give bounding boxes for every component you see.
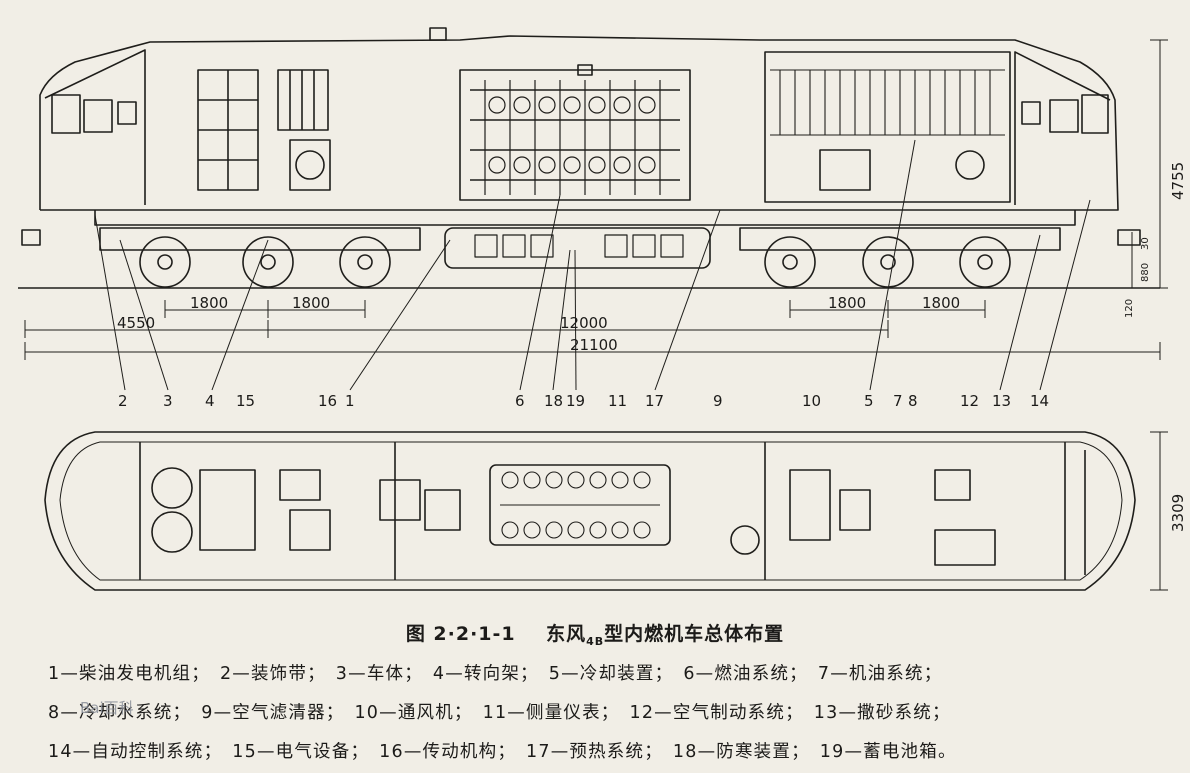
legend-item: 10—通风机；: [354, 703, 473, 723]
callout-8: 8: [908, 392, 918, 410]
legend-item: 3—车体；: [335, 664, 423, 684]
legend-row-1: 1—柴油发电机组； 2—装饰带； 3—车体； 4—转向架； 5—冷却装置； 6—燃油系统；…: [48, 660, 1158, 685]
dim-height: 4755: [1169, 162, 1187, 200]
watermark: Bai百科: [80, 699, 134, 717]
legend-row-3: 14—自动控制系统； 15—电气设备； 16—传动机构； 17—预热系统； 18—防寒装…: [48, 738, 1158, 763]
leader-lines: [94, 139, 1091, 391]
callout-1: 1: [345, 392, 355, 410]
side-view-bogies: [21, 227, 1141, 288]
legend-item: 7—机油系统；: [817, 664, 943, 684]
figure-number: 图 2·2·1-1: [405, 623, 516, 645]
dim-bogie-left-2: 1800: [292, 294, 330, 312]
figure-caption: 图 2·2·1-1 东风4B型内燃机车总体布置: [0, 619, 1190, 648]
dim-bogie-right-1: 1800: [828, 294, 866, 312]
legend-item: 5—冷却装置；: [548, 664, 674, 684]
callout-18: 18: [544, 392, 563, 410]
dimension-lines: [24, 39, 1168, 360]
dim-total-length: 21100: [570, 336, 618, 354]
legend-item: 11—侧量仪表；: [482, 703, 620, 723]
callout-17: 17: [645, 392, 664, 410]
figure-title-prefix: 东风: [546, 623, 587, 645]
callout-2: 2: [118, 392, 128, 410]
legend-item: 8—冷却水系统；: [48, 703, 192, 723]
legend-item: 17—预热系统；: [526, 742, 663, 762]
legend-item: 14—自动控制系统；: [48, 742, 223, 762]
side-view-body: [39, 27, 1119, 269]
figure-title-suffix: 型内燃机车总体布置: [604, 623, 785, 645]
legend-item: 19—蓄电池箱。: [819, 742, 957, 762]
top-view: [44, 431, 1136, 591]
callout-6: 6: [515, 392, 525, 410]
legend-item: 15—电气设备；: [232, 742, 370, 762]
dim-height-rail-a: 880: [1140, 263, 1151, 282]
legend-item: 18—防寒装置；: [672, 742, 810, 762]
dimension-values: 1800 1800 1800 1800 4550 12000 21100 475…: [117, 162, 1187, 532]
figure-title-sub: 4B: [586, 634, 605, 648]
callout-16: 16: [318, 392, 337, 410]
locomotive-diagram: 2 3 4 15 16 1 6 18 19 11 17 9 10 5 7 8 1…: [18, 27, 1187, 591]
legend-item: 4—转向架；: [432, 664, 539, 684]
dim-height-rail-b: 30: [1140, 237, 1151, 250]
callout-3: 3: [163, 392, 173, 410]
legend-item: 13—撒砂系统；: [813, 703, 951, 723]
callout-19: 19: [566, 392, 585, 410]
legend-item: 9—空气滤清器；: [201, 703, 345, 723]
dim-bogie-center: 12000: [560, 314, 608, 332]
callout-14: 14: [1030, 392, 1049, 410]
callout-numbers: 2 3 4 15 16 1 6 18 19 11 17 9 10 5 7 8 1…: [118, 392, 1049, 410]
callout-15: 15: [236, 392, 255, 410]
callout-9: 9: [713, 392, 723, 410]
dim-wheel-small: 120: [1124, 299, 1135, 318]
dim-bogie-left-1: 1800: [190, 294, 228, 312]
callout-7: 7: [893, 392, 903, 410]
legend-item: 2—装饰带；: [219, 664, 326, 684]
callout-4: 4: [205, 392, 215, 410]
callout-11: 11: [608, 392, 627, 410]
callout-5: 5: [864, 392, 874, 410]
callout-12: 12: [960, 392, 979, 410]
dim-width: 3309: [1169, 494, 1187, 532]
callout-10: 10: [802, 392, 821, 410]
legend-item: 12—空气制动系统；: [629, 703, 804, 723]
legend-item: 1—柴油发电机组；: [48, 664, 210, 684]
legend-row-2: 8—冷却水系统； 9—空气滤清器； 10—通风机； 11—侧量仪表； 12—空气制动系统…: [48, 699, 1158, 724]
legend-item: 6—燃油系统；: [683, 664, 808, 684]
dim-front-offset: 4550: [117, 314, 155, 332]
width-dimension: [1150, 431, 1168, 591]
dim-bogie-right-2: 1800: [922, 294, 960, 312]
legend-item: 16—传动机构；: [379, 742, 517, 762]
callout-13: 13: [992, 392, 1011, 410]
